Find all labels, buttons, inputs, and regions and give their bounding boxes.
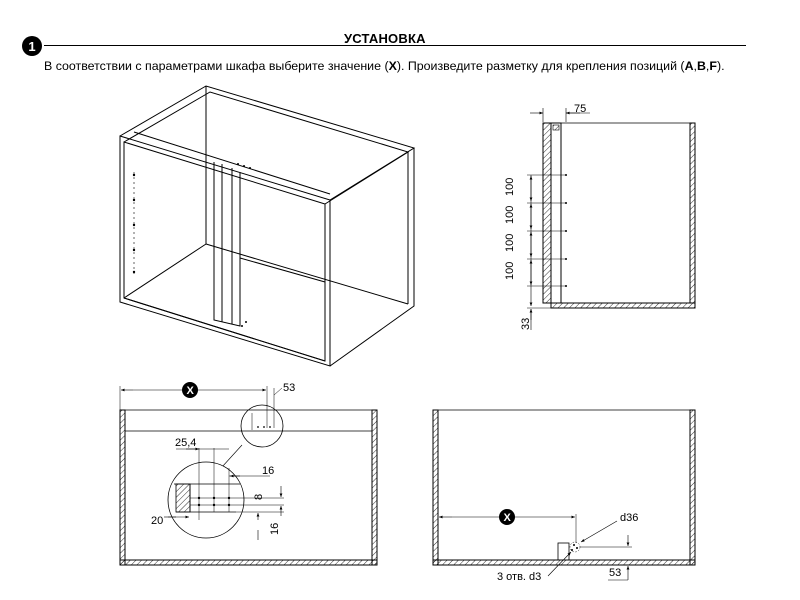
side-view [527,108,696,330]
detail-dim-16-top: 16 [262,465,274,477]
dim-spacing-2: 100 [504,206,516,224]
cabinet-top [119,85,416,201]
instruction-x: X [388,59,397,73]
cabinet-side [329,148,415,367]
instruction-b: B [696,59,706,73]
section-title: УСТАНОВКА [344,31,426,46]
detail-dim-8: 8 [253,494,265,500]
instruction-part: В соответствии с параметрами шкафа выбер… [44,59,389,73]
instruction-part: ). Произведите разметку для крепления по… [396,59,685,73]
cabinet-front-inner [123,141,326,362]
instruction-text: В соответствии с параметрами шкафа выбер… [44,59,725,73]
instruction-a: A [684,59,694,73]
detail-dim-25-4: 25,4 [175,437,196,449]
front-view [119,382,378,566]
dim-spacing-4: 100 [504,262,516,280]
cabinet-front-outer [119,135,331,367]
front-x-marker: X [187,385,195,397]
header: 1 УСТАНОВКА В соответствии с параметрами… [0,0,800,80]
back-dim-d36: d36 [620,512,638,524]
back-dim-53: 53 [609,567,621,579]
front-dim-53: 53 [283,382,295,394]
header-rule [44,45,746,46]
back-x-marker: X [504,512,512,524]
dim-spacing-3: 100 [504,234,516,252]
detail-dim-20: 20 [151,515,163,527]
instruction-sep: , [705,59,710,73]
step-number-badge: 1 [22,36,42,56]
back-holes-label: 3 отв. d3 [497,571,541,583]
instruction-part: ). [716,59,725,73]
dim-spacing-1: 100 [504,178,516,196]
cabinet-partition [213,162,241,327]
hinge-holes [132,163,251,327]
instruction-f: F [709,59,717,73]
detail-dim-16-bottom: 16 [269,523,281,535]
back-view [432,409,696,581]
dim-75-label: 75 [574,103,586,115]
instruction-sep: , [693,59,697,73]
cabinet-isometric [119,85,416,367]
dim-33-label: 33 [520,318,532,330]
